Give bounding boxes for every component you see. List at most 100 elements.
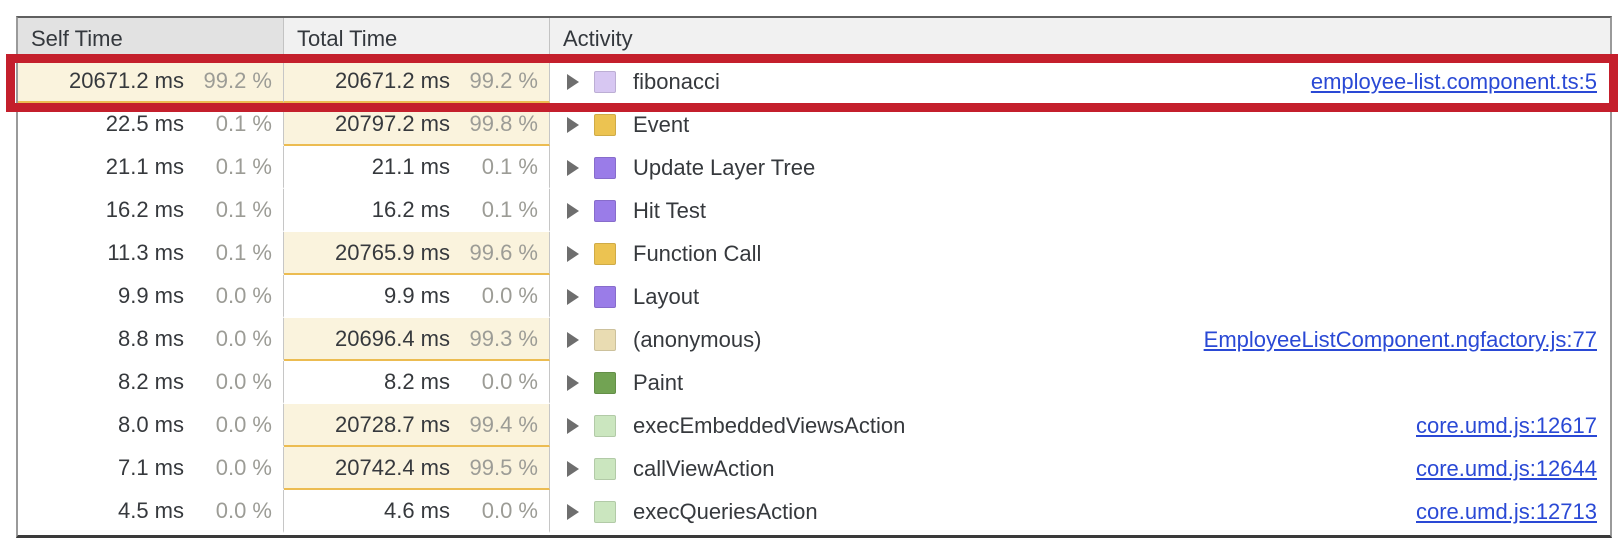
self-time-percent: 99.2 % [203,67,273,93]
self-time-cell: 20671.2 ms 99.2 % [18,60,284,103]
column-header-activity[interactable]: Activity [563,26,633,51]
total-time-cell: 20765.9 ms 99.6 % [284,232,550,275]
category-swatch-icon-scripting-light-green [594,457,616,480]
table-row[interactable]: 9.9 ms 0.0 % 9.9 ms 0.0 % Layout [18,275,1610,318]
expand-arrow-icon[interactable] [567,159,579,176]
total-time-percent: 0.0 % [481,368,538,394]
column-header-total-time[interactable]: Total Time [284,18,550,60]
expand-arrow-icon[interactable] [567,288,579,305]
total-time-percent: 99.2 % [469,67,539,93]
expand-arrow-icon[interactable] [567,73,579,90]
expand-arrow-icon[interactable] [567,331,579,348]
category-swatch-icon-scripting-orange [594,242,616,265]
self-time-percent: 0.1 % [215,196,272,222]
total-time-percent: 99.6 % [469,239,539,265]
self-time-percent: 0.0 % [215,497,272,523]
total-time-percent: 99.3 % [469,325,539,351]
activity-cell: execEmbeddedViewsAction core.umd.js:1261… [550,404,1610,447]
activity-label: Hit Test [633,197,706,223]
self-time-value: 11.3 ms [107,239,184,265]
self-time-value: 9.9 ms [117,282,184,308]
table-row[interactable]: 8.0 ms 0.0 % 20728.7 ms 99.4 % execEmbed… [18,404,1610,447]
category-swatch-icon-scripting-beige [594,328,616,351]
category-swatch-icon-rendering-purple [594,285,616,308]
table-body: 20671.2 ms 99.2 % 20671.2 ms 99.2 % fibo… [18,60,1610,533]
category-swatch-icon-scripting-light-green [594,414,616,437]
table-row[interactable]: 8.8 ms 0.0 % 20696.4 ms 99.3 % (anonymou… [18,318,1610,361]
table-row[interactable]: 20671.2 ms 99.2 % 20671.2 ms 99.2 % fibo… [18,60,1610,103]
expand-arrow-icon[interactable] [567,116,579,133]
total-time-value: 21.1 ms [371,153,450,179]
self-time-value: 21.1 ms [105,153,184,179]
total-time-value: 20671.2 ms [335,67,450,93]
expand-arrow-icon[interactable] [567,202,579,219]
table-header-row: Self Time Total Time Activity [18,18,1610,60]
total-time-cell: 20671.2 ms 99.2 % [284,60,550,103]
total-time-cell: 20728.7 ms 99.4 % [284,404,550,447]
total-time-percent: 0.1 % [481,153,538,179]
self-time-cell: 22.5 ms 0.1 % [18,103,284,146]
self-time-value: 16.2 ms [105,196,184,222]
expand-arrow-icon[interactable] [567,503,579,520]
category-swatch-icon-rendering-purple [594,156,616,179]
expand-arrow-icon[interactable] [567,374,579,391]
total-time-cell: 20797.2 ms 99.8 % [284,103,550,146]
self-time-value: 7.1 ms [117,454,184,480]
source-location-link[interactable]: core.umd.js:12617 [1416,412,1597,438]
expand-arrow-icon[interactable] [567,460,579,477]
source-location-link[interactable]: core.umd.js:12644 [1416,455,1597,481]
activity-cell: execQueriesAction core.umd.js:12713 [550,490,1610,533]
self-time-percent: 0.1 % [215,239,272,265]
total-time-percent: 99.8 % [469,110,539,136]
self-time-percent: 0.0 % [215,368,272,394]
expand-arrow-icon[interactable] [567,245,579,262]
total-time-value: 20728.7 ms [335,411,450,437]
table-row[interactable]: 21.1 ms 0.1 % 21.1 ms 0.1 % Update Layer… [18,146,1610,189]
total-time-value: 4.6 ms [383,497,450,523]
table-row[interactable]: 4.5 ms 0.0 % 4.6 ms 0.0 % execQueriesAct… [18,490,1610,533]
self-time-cell: 8.8 ms 0.0 % [18,318,284,361]
table-row[interactable]: 22.5 ms 0.1 % 20797.2 ms 99.8 % Event [18,103,1610,146]
self-time-value: 8.0 ms [117,411,184,437]
activity-label: execEmbeddedViewsAction [633,412,906,438]
table-row[interactable]: 16.2 ms 0.1 % 16.2 ms 0.1 % Hit Test [18,189,1610,232]
total-time-value: 20765.9 ms [335,239,450,265]
self-time-cell: 16.2 ms 0.1 % [18,189,284,232]
activity-label: fibonacci [633,68,720,94]
self-time-value: 22.5 ms [105,110,184,136]
total-time-value: 20742.4 ms [335,454,450,480]
total-time-cell: 16.2 ms 0.1 % [284,189,550,232]
source-location-link[interactable]: EmployeeListComponent.ngfactory.js:77 [1203,326,1597,352]
table-row[interactable]: 7.1 ms 0.0 % 20742.4 ms 99.5 % callViewA… [18,447,1610,490]
self-time-value: 8.2 ms [117,368,184,394]
activity-cell: Update Layer Tree [550,146,1610,189]
activity-cell: Hit Test [550,189,1610,232]
total-time-cell: 4.6 ms 0.0 % [284,490,550,533]
activity-label: callViewAction [633,455,775,481]
self-time-value: 8.8 ms [117,325,184,351]
activity-label: Update Layer Tree [633,154,816,180]
total-time-cell: 9.9 ms 0.0 % [284,275,550,318]
self-time-percent: 0.0 % [215,411,272,437]
bottom-up-table: Self Time Total Time Activity 20671.2 ms… [16,16,1612,538]
self-time-value: 4.5 ms [117,497,184,523]
total-time-cell: 20696.4 ms 99.3 % [284,318,550,361]
self-time-cell: 21.1 ms 0.1 % [18,146,284,189]
total-time-value: 8.2 ms [383,368,450,394]
activity-cell: Layout [550,275,1610,318]
activity-label: (anonymous) [633,326,762,352]
self-time-percent: 0.1 % [215,153,272,179]
source-location-link[interactable]: employee-list.component.ts:5 [1310,68,1597,94]
table-row[interactable]: 8.2 ms 0.0 % 8.2 ms 0.0 % Paint [18,361,1610,404]
self-time-percent: 0.0 % [215,282,272,308]
activity-cell: Paint [550,361,1610,404]
self-time-cell: 8.0 ms 0.0 % [18,404,284,447]
total-time-percent: 0.0 % [481,497,538,523]
table-row[interactable]: 11.3 ms 0.1 % 20765.9 ms 99.6 % Function… [18,232,1610,275]
self-time-cell: 4.5 ms 0.0 % [18,490,284,533]
expand-arrow-icon[interactable] [567,417,579,434]
column-header-self-time[interactable]: Self Time [18,18,284,60]
category-swatch-icon-scripting-light-purple [594,70,616,93]
activity-cell: fibonacci employee-list.component.ts:5 [550,60,1610,103]
source-location-link[interactable]: core.umd.js:12713 [1416,498,1597,524]
